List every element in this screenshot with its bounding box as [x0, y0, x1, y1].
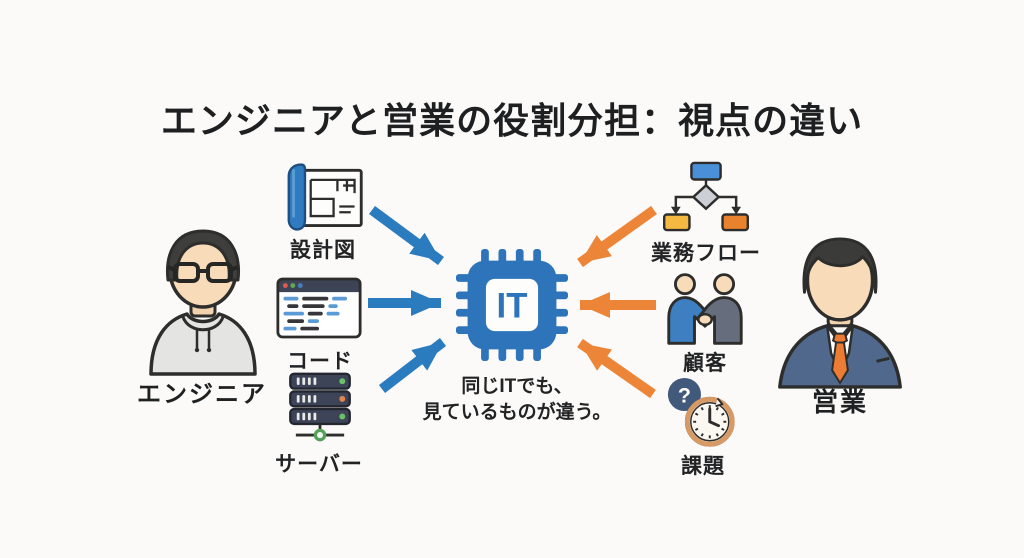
pocket-square-line [876, 356, 890, 363]
code-window-icon [276, 277, 362, 339]
sales-label: 営業 [811, 387, 868, 417]
server-label: サーバー [275, 453, 363, 476]
page-title: エンジニアと営業の役割分担：視点の違い [160, 100, 864, 141]
clock-hands [708, 407, 720, 428]
chip-pins [456, 249, 568, 361]
flowchart-icon [663, 161, 749, 232]
workflow-label: 業務フロー [651, 242, 761, 265]
tie [831, 341, 849, 385]
engineer-hoodie [149, 312, 257, 376]
server-units [289, 372, 351, 426]
server-rack-icon [289, 372, 351, 442]
caption-line-1: 同じITでも、 [461, 376, 573, 397]
clock-crack [715, 397, 724, 408]
engineer-hair [165, 229, 241, 282]
blueprint-label: 設計図 [290, 239, 356, 262]
question-mark-glyph: ? [678, 383, 691, 407]
glasses-icon [167, 262, 239, 283]
code-label: コード [287, 350, 353, 373]
handshake-icon [667, 273, 743, 345]
caption-line-2: 見ているものが違う。 [422, 402, 612, 423]
problem-label: 課題 [681, 455, 725, 478]
chip-it-text: IT [497, 288, 528, 326]
engineer-label: エンジニア [137, 381, 267, 408]
blueprint-icon [287, 163, 363, 231]
customer-label: 顧客 [683, 352, 727, 375]
sales-hair [802, 237, 878, 294]
it-chip-icon: IT [456, 249, 568, 361]
problem-clock-icon: ? [667, 377, 735, 447]
question-bubble [667, 377, 701, 412]
arrow-flow-to-chip [577, 205, 657, 268]
code-lines [283, 296, 348, 331]
center-caption: 同じITでも、 見ているものが違う。 [412, 374, 622, 426]
engineer-avatar [149, 229, 257, 376]
clock-ticks [693, 405, 727, 439]
sales-avatar [778, 237, 902, 389]
